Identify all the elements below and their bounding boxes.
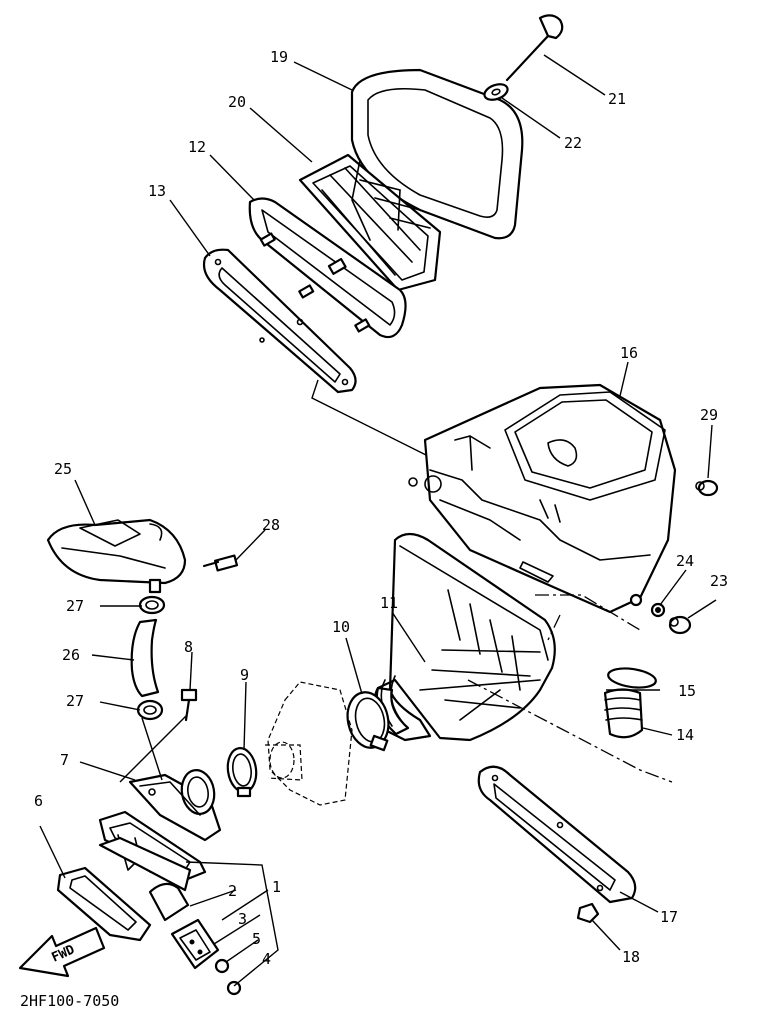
intake-manifold [128, 769, 222, 842]
callout-6: 6 [34, 792, 43, 810]
callout-21: 21 [608, 90, 626, 108]
callout-11: 11 [380, 594, 398, 612]
callout-3: 3 [238, 910, 247, 928]
callout-23: 23 [710, 572, 728, 590]
callout-4: 4 [262, 950, 271, 968]
reed-valve-assembly [98, 810, 207, 892]
callout-labels: 1 2 3 4 5 6 7 8 9 10 11 12 13 14 15 16 1… [34, 48, 728, 968]
cover-screw [202, 554, 239, 572]
gasket-left [56, 866, 152, 942]
callout-25: 25 [54, 460, 72, 478]
hose-clamp-small [226, 747, 258, 798]
hose-clamp-upper [138, 595, 166, 615]
callout-29: 29 [700, 406, 718, 424]
pan-head-screw [226, 980, 242, 996]
callout-27-lower: 27 [66, 692, 84, 710]
hose-clamp-lower [136, 699, 164, 721]
filter-seat-plate [248, 197, 407, 339]
callout-8: 8 [184, 638, 193, 656]
rubber-washer [650, 602, 666, 618]
callout-18: 18 [622, 948, 640, 966]
breather-hose [130, 618, 160, 698]
callout-17: 17 [660, 908, 678, 926]
callout-13: 13 [148, 182, 166, 200]
callout-12: 12 [188, 138, 206, 156]
callout-27-upper: 27 [66, 597, 84, 615]
callout-16: 16 [620, 344, 638, 362]
callout-2: 2 [228, 882, 237, 900]
callout-14: 14 [676, 726, 694, 744]
joint-boot [603, 688, 644, 739]
cap-screw [668, 615, 692, 635]
callout-1: 1 [272, 878, 281, 896]
bolt [180, 688, 198, 722]
side-cover [46, 518, 187, 594]
o-ring [607, 667, 657, 689]
callout-20: 20 [228, 93, 246, 111]
callout-9: 9 [240, 666, 249, 684]
callout-5: 5 [252, 930, 261, 948]
filter-guide-cage [298, 153, 442, 292]
drain-plug [695, 479, 719, 497]
gasket-plate [202, 248, 357, 394]
callout-10: 10 [332, 618, 350, 636]
washer-screw [214, 958, 230, 974]
callout-7: 7 [60, 751, 69, 769]
air-filter-case [408, 383, 677, 614]
carburetor-outline [265, 681, 353, 806]
washer [483, 83, 509, 101]
callout-28: 28 [262, 516, 280, 534]
reed-stopper [170, 918, 220, 970]
intake-joint [374, 532, 556, 742]
callout-19: 19 [270, 48, 288, 66]
callout-15: 15 [678, 682, 696, 700]
hose-clamp-large [346, 691, 390, 752]
hex-nut [576, 902, 600, 924]
callout-22: 22 [564, 134, 582, 152]
callout-26: 26 [62, 646, 80, 664]
wing-bolt [505, 14, 564, 82]
callout-24: 24 [676, 552, 694, 570]
reed-valve-plate [148, 882, 190, 922]
leader-lines [39, 54, 717, 987]
diagram-code: 2HF100-7050 [20, 992, 119, 1010]
forward-direction-arrow: FWD [18, 926, 106, 978]
cover-gasket-right [477, 765, 637, 904]
